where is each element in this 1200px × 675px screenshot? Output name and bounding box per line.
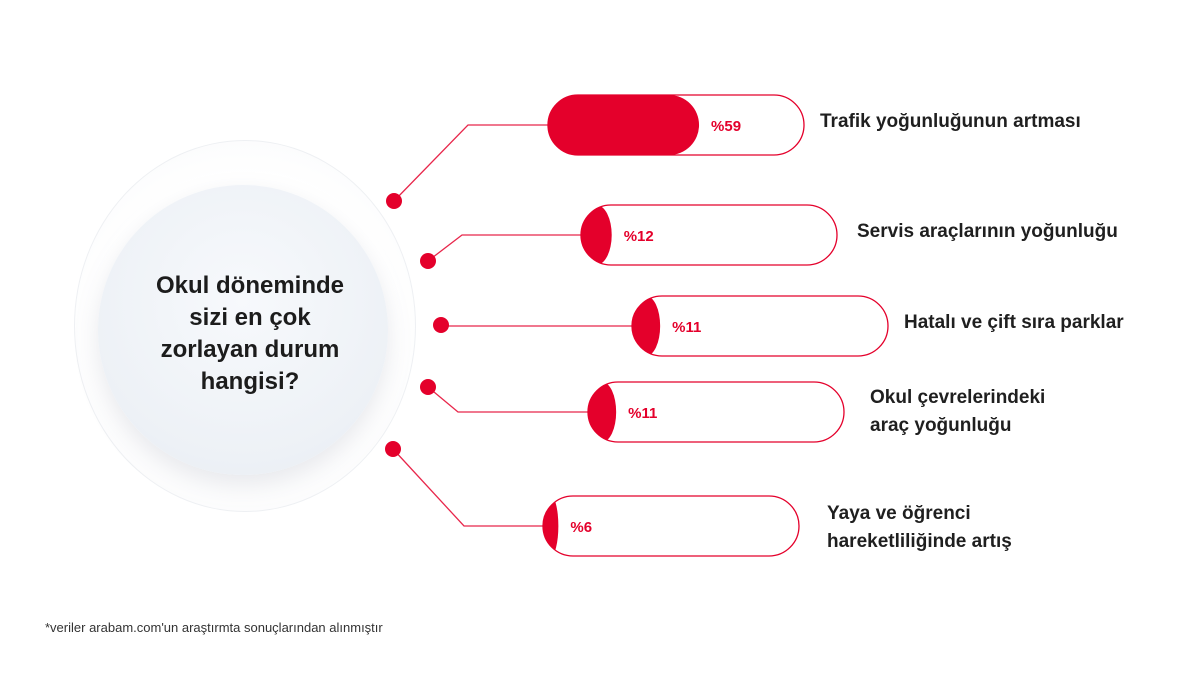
value-label: %11: [628, 405, 657, 422]
value-label: %6: [570, 519, 592, 536]
bar: [548, 95, 700, 155]
question-line-3: zorlayan durum: [160, 336, 340, 363]
value-label: %11: [672, 319, 701, 336]
category-label-line: araç yoğunluğu: [870, 415, 1012, 436]
bar-track: [587, 381, 845, 443]
connector-dot: [385, 441, 401, 457]
question-circle: [98, 185, 388, 475]
bar-track: [580, 204, 838, 266]
category-label-line: Servis araçlarının yoğunluğu: [857, 221, 1118, 242]
category-label: Yaya ve öğrenci hareketliliğinde artış: [827, 500, 1012, 556]
footnote: *veriler arabam.com'un araştırmta sonuçl…: [45, 620, 383, 635]
value-label: %12: [624, 228, 654, 245]
category-label: Trafik yoğunluğunun artması: [820, 108, 1081, 136]
question-text: Okul döneminde sizi en çok zorlayan duru…: [120, 270, 380, 398]
category-label-line: Yaya ve öğrenci: [827, 503, 971, 524]
category-label-line: Hatalı ve çift sıra parklar: [904, 312, 1124, 333]
category-label: Okul çevrelerindeki araç yoğunluğu: [870, 384, 1045, 440]
question-line-4: hangisi?: [200, 368, 300, 395]
value-label: %59: [711, 118, 741, 135]
question-line-1: Okul döneminde: [155, 272, 344, 299]
connector-dot: [420, 379, 436, 395]
bar: [632, 296, 661, 356]
connector-dot: [386, 193, 402, 209]
connector-dot: [433, 317, 449, 333]
bar: [588, 382, 617, 442]
category-label: Servis araçlarının yoğunluğu: [857, 218, 1118, 246]
connector-line: [440, 325, 632, 327]
connector-dot: [420, 253, 436, 269]
category-label-line: hareketliliğinde artış: [827, 531, 1012, 552]
connector-line: [427, 386, 588, 413]
bar: [581, 205, 612, 265]
connector-line: [392, 448, 543, 527]
bar-track: [631, 295, 889, 357]
question-line-2: sizi en çok: [189, 304, 311, 331]
connector-line: [427, 234, 581, 262]
category-label-line: Okul çevrelerindeki: [870, 387, 1046, 408]
connector-line: [393, 124, 548, 202]
category-label: Hatalı ve çift sıra parklar: [904, 309, 1124, 337]
category-label-line: Trafik yoğunluğunun artması: [820, 111, 1081, 132]
